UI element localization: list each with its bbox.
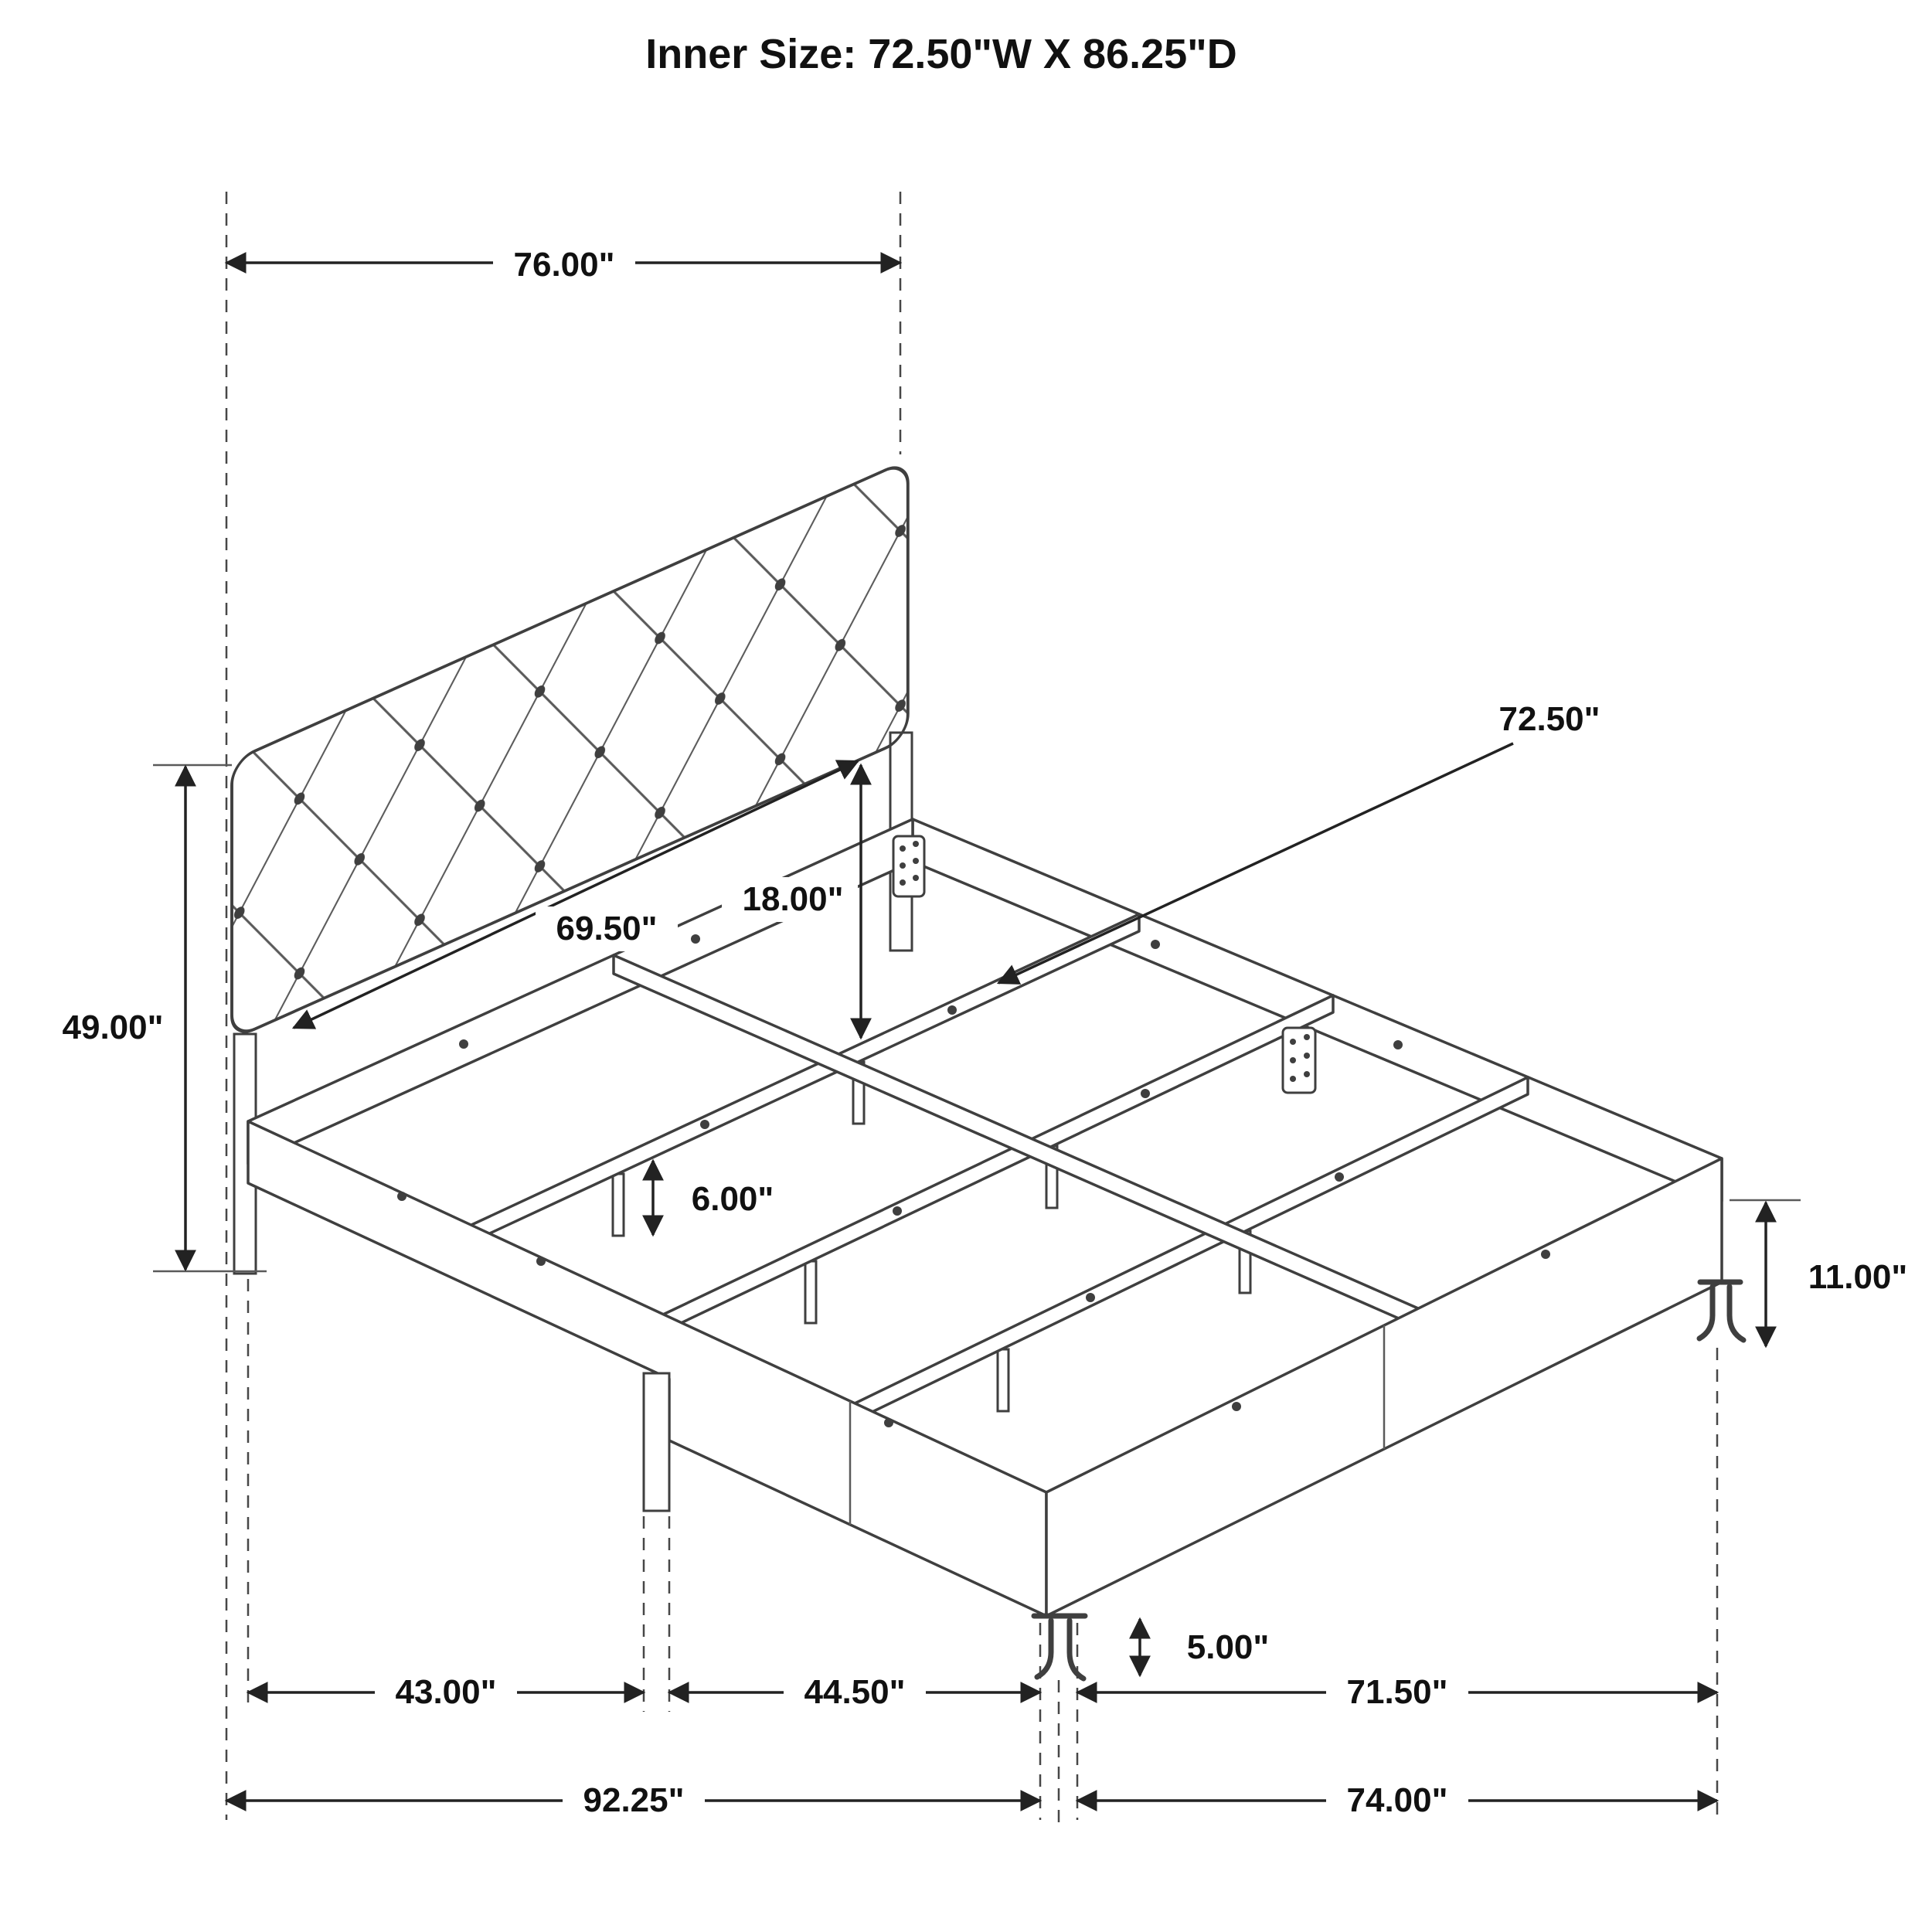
- extension-lines: [225, 192, 1719, 1830]
- dim-label-600: 6.00": [692, 1180, 774, 1218]
- flared-leg: [1696, 1279, 1747, 1343]
- headboard-panel-group: [230, 466, 910, 1033]
- metal-foot-legs: [1031, 1279, 1747, 1682]
- dim-foot-leg-height: 5.00": [1129, 1617, 1291, 1678]
- flared-leg: [1031, 1613, 1088, 1682]
- bracket: [892, 835, 926, 898]
- headboard-tufted-panel: [230, 466, 910, 1033]
- screw-hole: [700, 1120, 709, 1129]
- dim-label-7250: 72.50": [1499, 700, 1600, 738]
- dimensions: 76.00" 49.00" 69.50" 18.00" 72.50": [42, 243, 1930, 1823]
- bracket-plate: [1281, 1026, 1317, 1094]
- mounting-brackets: [892, 835, 1317, 1094]
- dim-label-76: 76.00": [514, 246, 615, 284]
- slat-leg: [611, 1172, 625, 1237]
- dim-label-1100: 11.00": [1808, 1258, 1908, 1296]
- screw-hole: [1335, 1172, 1344, 1182]
- bolt-hole: [397, 1192, 406, 1201]
- screw-hole: [1141, 1089, 1150, 1098]
- dim-headboard-clearance: 18.00": [722, 763, 872, 1040]
- dim-label-9225: 92.25": [583, 1781, 685, 1819]
- dim-span-mid-section: 44.50": [667, 1670, 1043, 1715]
- slat-leg: [804, 1260, 818, 1325]
- bracket: [1281, 1026, 1317, 1094]
- bracket-plate: [892, 835, 926, 898]
- mid-frame-leg: [642, 1372, 671, 1512]
- dim-span-head-section: 43.00": [246, 1670, 646, 1715]
- bolt-hole: [691, 934, 700, 944]
- bolt-hole: [884, 1418, 893, 1427]
- screw-hole: [1086, 1293, 1095, 1302]
- slat-supports: [470, 913, 1529, 1422]
- dim-label-7400: 74.00": [1347, 1781, 1448, 1819]
- dim-headboard-height: 49.00": [42, 764, 267, 1273]
- dim-slat-leg-height: 6.00": [642, 1158, 796, 1237]
- dim-label-18: 18.00": [743, 880, 844, 918]
- bolt-hole: [1393, 1040, 1403, 1049]
- dim-overall-depth-left: 92.25": [224, 1778, 1043, 1823]
- dim-label-7150: 71.50": [1347, 1673, 1448, 1711]
- page-title: Inner Size: 72.50"W X 86.25"D: [645, 31, 1237, 77]
- slat-leg: [996, 1348, 1010, 1413]
- screw-hole: [893, 1206, 902, 1216]
- bolt-hole: [1541, 1250, 1550, 1259]
- dim-label-4450: 44.50": [804, 1673, 906, 1711]
- bolt-hole: [459, 1039, 468, 1049]
- dim-label-6950: 69.50": [556, 910, 658, 947]
- dim-label-49: 49.00": [63, 1009, 164, 1046]
- dim-span-foot-section: 71.50": [1075, 1670, 1719, 1715]
- bolt-hole: [1151, 940, 1160, 949]
- dim-label-4300: 43.00": [396, 1673, 497, 1711]
- dim-overall-depth-right: 74.00": [1075, 1778, 1719, 1823]
- dim-label-500: 5.00": [1187, 1628, 1270, 1666]
- dim-headboard-width: 76.00": [224, 243, 903, 287]
- bolt-hole: [536, 1257, 546, 1266]
- bed-frame: [247, 818, 1723, 1617]
- dim-inner-slat-width: 72.50": [996, 697, 1625, 985]
- dim-headboard-panel-width: 69.50": [291, 760, 860, 1029]
- screw-hole: [947, 1005, 957, 1015]
- slat-rail: [662, 994, 1335, 1333]
- bolt-hole: [1232, 1402, 1241, 1411]
- dim-rail-height: 11.00": [1730, 1199, 1930, 1349]
